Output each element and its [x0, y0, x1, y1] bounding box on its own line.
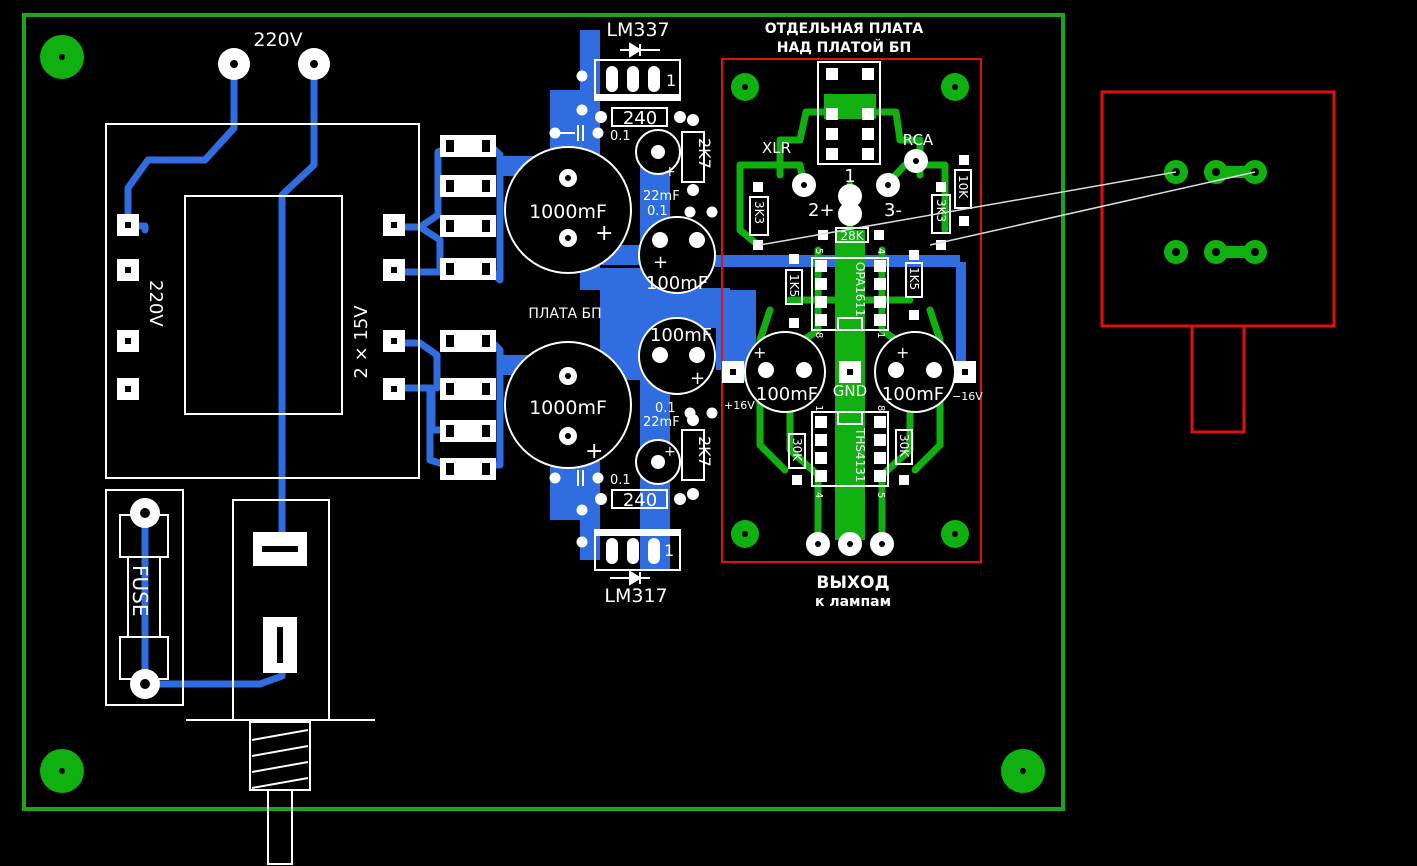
svg-text:0.1: 0.1 — [610, 129, 631, 144]
fuse-label: FUSE — [128, 565, 152, 616]
sub-board-mounting-holes — [731, 73, 969, 548]
svg-text:0.1: 0.1 — [647, 204, 668, 219]
svg-text:22mF: 22mF — [643, 189, 680, 204]
resistor-240-top: 240 — [595, 107, 686, 129]
svg-text:1: 1 — [844, 166, 855, 187]
svg-text:100mF: 100mF — [650, 325, 712, 346]
svg-text:LM317: LM317 — [604, 585, 667, 607]
fuse-holder: FUSE — [105, 489, 184, 706]
svg-text:1000mF: 1000mF — [529, 397, 607, 419]
svg-text:1000mF: 1000mF — [529, 201, 607, 223]
svg-text:28K: 28K — [840, 229, 864, 243]
svg-text:2K7: 2K7 — [695, 138, 714, 169]
svg-text:100mF: 100mF — [882, 384, 944, 405]
board-outline — [22, 13, 1065, 811]
svg-text:НАД ПЛАТОЙ БП: НАД ПЛАТОЙ БП — [777, 39, 912, 56]
svg-text:100mF: 100mF — [756, 384, 818, 405]
svg-text:+16V: +16V — [724, 399, 755, 412]
svg-text:−16V: −16V — [952, 390, 983, 403]
svg-text:8: 8 — [875, 405, 886, 411]
svg-text:0.1: 0.1 — [610, 473, 631, 488]
svg-text:22mF: 22mF — [643, 415, 680, 430]
svg-text:100mF: 100mF — [646, 273, 708, 294]
svg-text:+: + — [664, 164, 676, 180]
transformer: 220V 2 × 15V — [105, 123, 420, 479]
sub-board-resistors — [749, 169, 972, 469]
capacitor-100mf-psu: + 100mF + 100mF — [638, 216, 716, 395]
svg-text:ВЫХОД: ВЫХОД — [816, 573, 889, 593]
svg-text:+: + — [585, 439, 603, 464]
resistor-2k7-bottom: 2K7 — [681, 414, 714, 500]
capacitor-22mf: + + — [635, 129, 681, 485]
signal-wires — [759, 171, 1256, 246]
mounting-holes — [40, 35, 1045, 793]
ic-ths4131: THS4131 1 8 4 5 — [811, 405, 889, 498]
regulator-lm337: LM337 1 — [594, 19, 681, 101]
svg-text:4: 4 — [813, 492, 824, 498]
resistor-2k7-top: 2K7 — [681, 114, 714, 196]
svg-text:+: + — [653, 252, 668, 273]
svg-text:30K: 30K — [897, 434, 911, 458]
svg-text:1: 1 — [875, 332, 886, 338]
svg-text:+: + — [595, 221, 613, 246]
svg-text:OPA1611: OPA1611 — [853, 262, 867, 317]
svg-text:ОТДЕЛЬНАЯ ПЛАТА: ОТДЕЛЬНАЯ ПЛАТА — [765, 21, 924, 37]
svg-text:THS4131: THS4131 — [853, 427, 867, 483]
svg-text:LM337: LM337 — [606, 19, 669, 41]
svg-text:5: 5 — [875, 492, 886, 498]
svg-text:2K7: 2K7 — [695, 436, 714, 467]
svg-text:RCA: RCA — [903, 131, 934, 149]
transformer-primary-label: 220V — [145, 280, 166, 327]
svg-text:3K3: 3K3 — [934, 199, 948, 222]
transformer-secondary-label: 2 × 15V — [351, 305, 372, 379]
svg-text:+: + — [753, 343, 766, 362]
svg-text:3K3: 3K3 — [752, 201, 766, 224]
xlr-connector: XLR RCA 1 2+ 3- — [762, 61, 934, 226]
power-board-label: ПЛАТА БП — [528, 306, 601, 322]
svg-text:240: 240 — [623, 108, 657, 129]
small-components-reg — [549, 70, 718, 548]
separate-board-outline — [721, 58, 982, 563]
svg-text:1K5: 1K5 — [787, 274, 801, 297]
svg-text:+: + — [690, 368, 705, 389]
svg-text:240: 240 — [623, 490, 657, 511]
ic-opa1611: OPA1611 5 4 8 1 — [811, 248, 889, 338]
mains-input: 220V — [218, 29, 330, 80]
svg-text:1: 1 — [813, 405, 824, 411]
capacitor-1000mf-bottom: 1000mF + — [504, 341, 632, 469]
svg-text:5: 5 — [813, 248, 824, 254]
svg-text:1: 1 — [666, 71, 676, 90]
svg-text:3-: 3- — [884, 200, 902, 221]
power-switch — [186, 499, 375, 865]
svg-text:4: 4 — [875, 248, 886, 254]
svg-text:1K5: 1K5 — [907, 267, 921, 290]
svg-text:1: 1 — [664, 541, 674, 560]
resistor-240-bottom: 240 — [595, 489, 686, 511]
svg-text:+: + — [664, 444, 676, 460]
svg-text:0.1: 0.1 — [655, 401, 676, 416]
output-pads — [806, 532, 894, 556]
svg-text:8: 8 — [813, 332, 824, 338]
regulator-lm317: LM317 1 — [594, 529, 681, 607]
svg-text:к лампам: к лампам — [815, 594, 891, 610]
svg-text:2+: 2+ — [808, 200, 835, 221]
svg-text:GND: GND — [833, 382, 867, 400]
svg-text:30K: 30K — [790, 438, 804, 462]
svg-text:XLR: XLR — [762, 139, 791, 157]
external-connector — [1100, 90, 1336, 434]
capacitor-100mf-sub: + 100mF + 100mF — [744, 331, 956, 413]
svg-text:10K: 10K — [956, 175, 970, 199]
svg-text:+: + — [896, 343, 909, 362]
capacitor-1000mf-top: 1000mF + — [504, 146, 632, 274]
mains-220v-label: 220V — [253, 29, 302, 51]
